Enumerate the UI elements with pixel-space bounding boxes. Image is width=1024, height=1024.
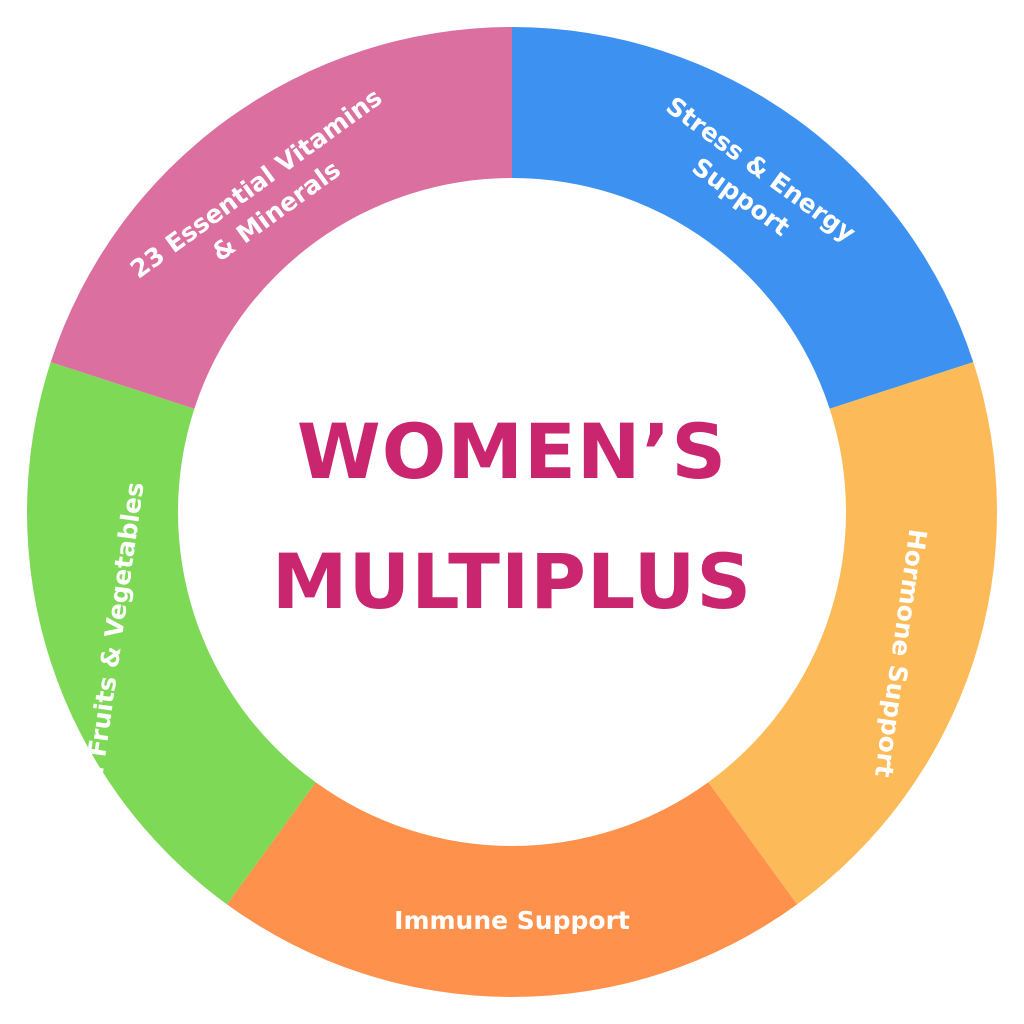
segment-hormone [708,362,997,905]
segment-vitamins-minerals [50,26,513,409]
segment-label-line: Immune Support [394,906,630,935]
segment-immune [226,782,798,998]
title-line-2: MULTIPLUS [271,537,753,626]
segment-stress-energy [512,27,974,409]
segment-label-immune: Immune Support [394,906,630,935]
segment-fruits-vegetables [27,362,316,905]
title-line-1: WOMEN’S [296,407,728,496]
